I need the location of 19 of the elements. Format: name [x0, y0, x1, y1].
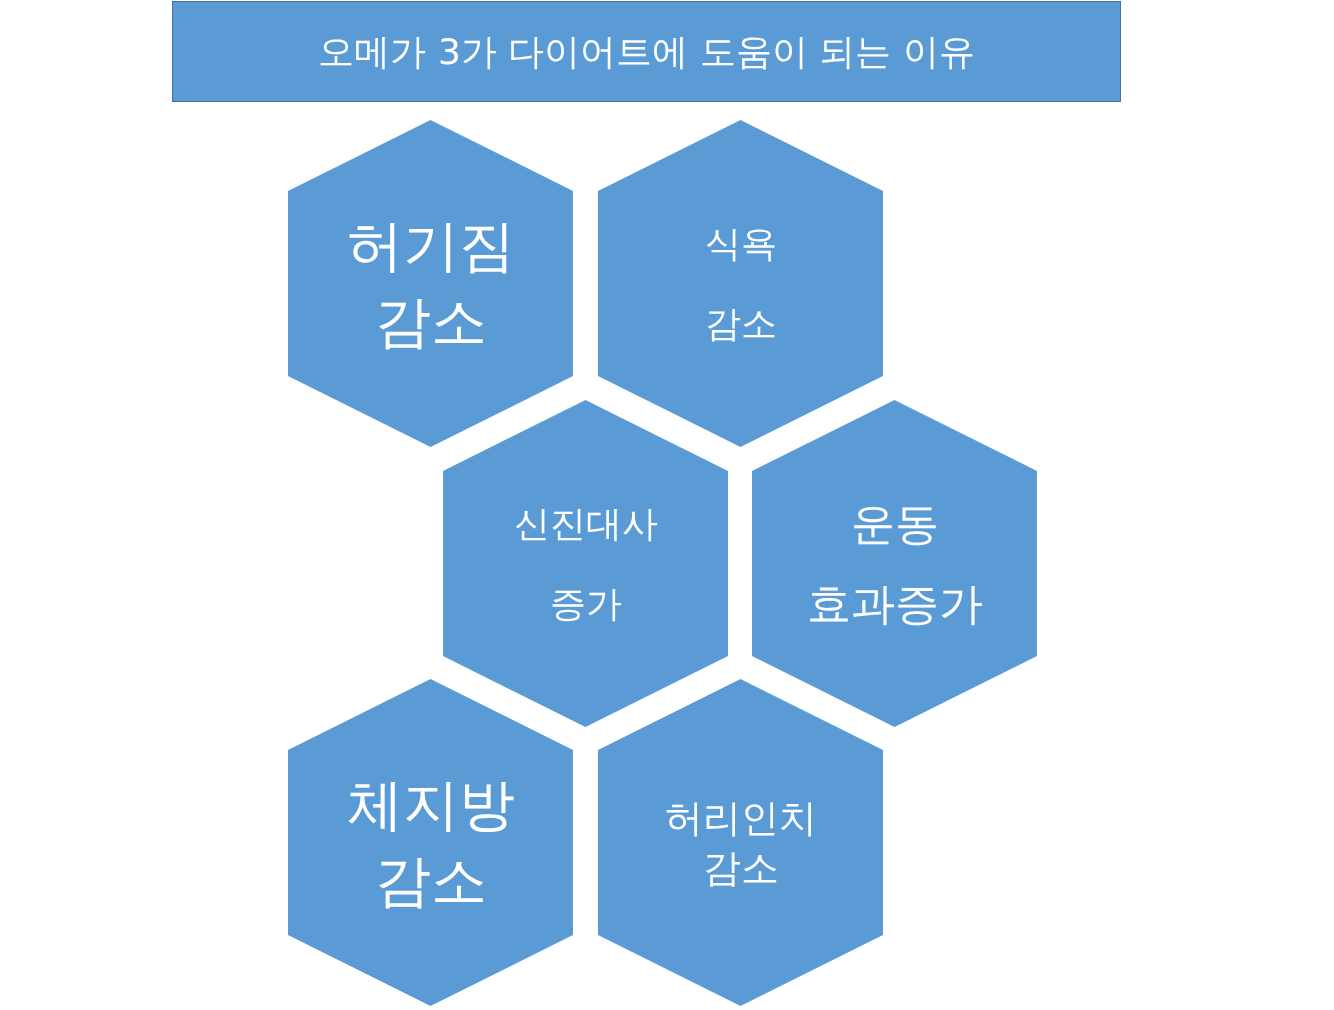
hexagon-node — [752, 400, 1037, 727]
node-label: 허기짐 — [346, 217, 515, 274]
node-label: 운동 — [850, 501, 939, 546]
hexagon-node — [443, 400, 728, 727]
hexagon-node — [598, 679, 883, 1006]
node-label: 감소 — [702, 848, 779, 887]
hexagon-node — [598, 120, 883, 447]
hexagon-node — [288, 679, 573, 1006]
node-label: 신진대사 — [513, 505, 658, 542]
node-label: 효과증가 — [806, 581, 983, 626]
hexagon-node — [288, 120, 573, 447]
node-label: 체지방 — [346, 776, 515, 833]
node-label: 허리인치 — [664, 798, 817, 837]
node-label: 식욕 — [704, 225, 777, 262]
title: 오메가 3가 다이어트에 도움이 되는 이유 — [318, 29, 975, 74]
node-label: 감소 — [704, 305, 777, 342]
node-label: 증가 — [549, 585, 622, 622]
node-label: 감소 — [374, 852, 487, 909]
node-label: 감소 — [374, 293, 487, 350]
